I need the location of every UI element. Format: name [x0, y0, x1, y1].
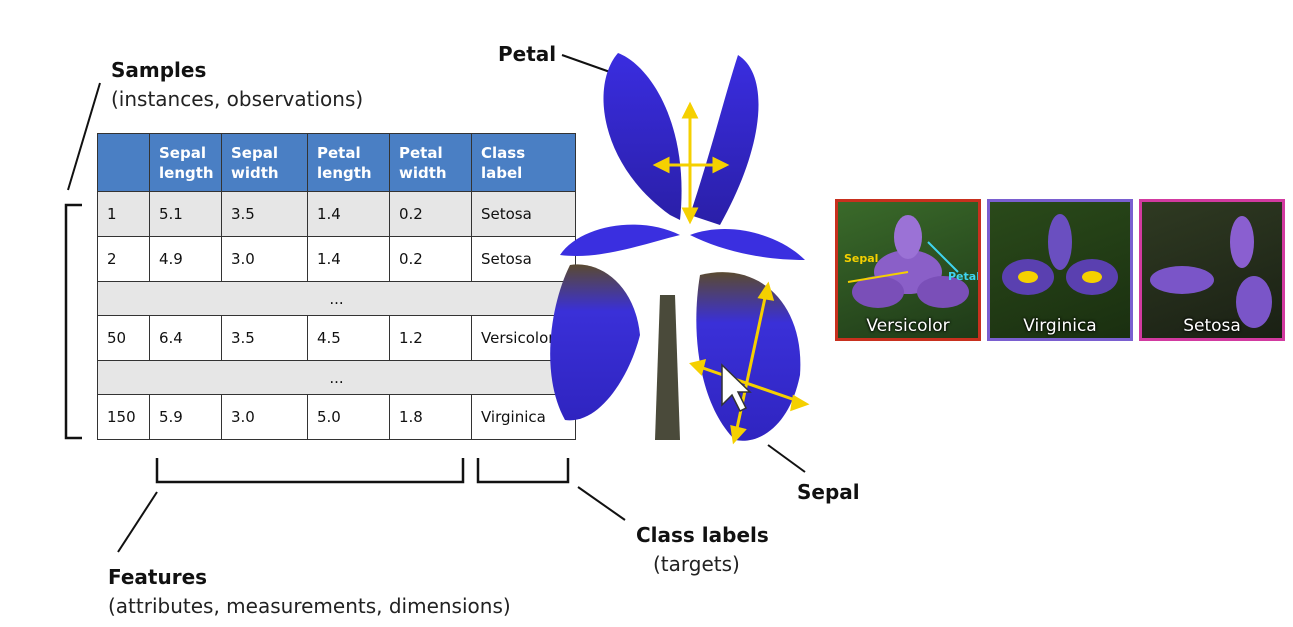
sepal-left — [550, 264, 640, 421]
table-row: 150 5.9 3.0 5.0 1.8 Virginica — [97, 394, 576, 440]
table-row: 50 6.4 3.5 4.5 1.2 Versicolor — [97, 315, 576, 361]
features-title: Features — [108, 565, 208, 589]
table-cell: 5.9 — [149, 394, 222, 440]
table-ellipsis-row: ... — [97, 360, 576, 395]
class-bracket — [476, 458, 570, 484]
table-cell: 0.2 — [389, 236, 472, 282]
table-cell: 5.1 — [149, 191, 222, 237]
class-leader-line — [577, 486, 626, 521]
samples-bracket — [64, 203, 82, 440]
table-cell: 150 — [97, 394, 150, 440]
table-cell: 3.5 — [221, 191, 308, 237]
petal-label: Petal — [498, 42, 557, 66]
sepal-right — [696, 272, 801, 441]
petal-tag: Petal — [948, 270, 980, 283]
sepal-leader-line — [767, 444, 806, 473]
thumbnail-setosa: Setosa — [1139, 199, 1285, 341]
sepal-tag: Sepal — [844, 252, 879, 265]
ellipsis-cell: ... — [97, 281, 576, 316]
sepal-label: Sepal — [797, 480, 860, 504]
samples-leader-line — [67, 82, 101, 191]
table-cell: 1.4 — [307, 191, 390, 237]
table-cell: 50 — [97, 315, 150, 361]
samples-subtitle: (instances, observations) — [111, 87, 364, 111]
setosa-flower-icon — [1150, 216, 1272, 328]
table-cell: 2 — [97, 236, 150, 282]
table-cell: Setosa — [471, 236, 576, 282]
table-cell: 3.0 — [221, 394, 308, 440]
table-cell: 3.0 — [221, 236, 308, 282]
table-cell: 3.5 — [221, 315, 308, 361]
class-labels-subtitle: (targets) — [653, 552, 740, 576]
table-cell: 6.4 — [149, 315, 222, 361]
upright-petal-right — [690, 55, 759, 225]
table-row: 1 5.1 3.5 1.4 0.2 Setosa — [97, 191, 576, 237]
table-row: 2 4.9 3.0 1.4 0.2 Setosa — [97, 236, 576, 282]
table-cell: 0.2 — [389, 191, 472, 237]
mouse-cursor-icon — [721, 363, 752, 413]
style-arm-right — [690, 229, 805, 260]
table-ellipsis-row: ... — [97, 281, 576, 316]
class-labels-title: Class labels — [636, 523, 769, 547]
stem — [655, 295, 680, 440]
table-cell: 5.0 — [307, 394, 390, 440]
thumbnail-versicolor: Sepal Petal Versicolor — [835, 199, 981, 341]
iris-flower-image — [550, 53, 810, 445]
thumbnail-label: Setosa — [1183, 316, 1241, 336]
virginica-flower-icon — [1002, 214, 1118, 295]
upright-petal-left — [603, 53, 682, 220]
ellipsis-cell: ... — [97, 360, 576, 395]
header-index — [97, 133, 150, 192]
table-cell: 1.4 — [307, 236, 390, 282]
table-cell: 1.8 — [389, 394, 472, 440]
thumbnail-virginica: Virginica — [987, 199, 1133, 341]
table-cell: 1 — [97, 191, 150, 237]
versicolor-flower-icon — [847, 215, 969, 308]
table-cell: 4.5 — [307, 315, 390, 361]
features-leader-line — [117, 491, 158, 553]
samples-title: Samples — [111, 58, 207, 82]
thumbnail-label: Virginica — [1023, 316, 1097, 336]
style-arm-left — [560, 224, 680, 256]
table-cell: 4.9 — [149, 236, 222, 282]
features-bracket — [155, 458, 465, 484]
table-cell: Setosa — [471, 191, 576, 237]
features-subtitle: (attributes, measurements, dimensions) — [108, 594, 511, 618]
petal-leader-line — [561, 54, 611, 73]
table-cell: 1.2 — [389, 315, 472, 361]
thumbnail-label: Versicolor — [866, 316, 950, 336]
